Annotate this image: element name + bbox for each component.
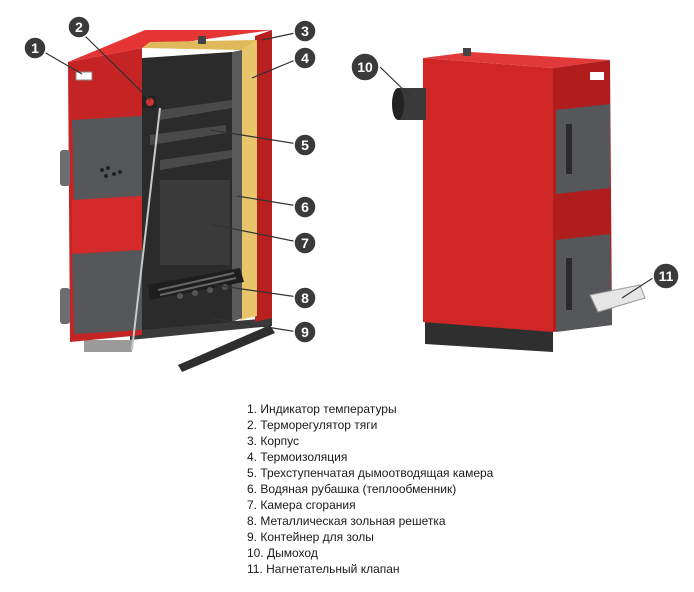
callout-7: 7 (294, 232, 316, 254)
parts-legend: 1. Индикатор температуры 2. Терморегулят… (247, 401, 493, 577)
callout-6-label: 6 (301, 199, 309, 215)
legend-item: 4. Термоизоляция (247, 449, 493, 465)
legend-item: 8. Металлическая зольная решетка (247, 513, 493, 529)
exterior-upper-handle (566, 124, 572, 174)
exterior-lower-door (556, 234, 612, 332)
boiler-illustration: 1 2 3 4 5 6 7 (0, 0, 694, 400)
exterior-side-face (423, 58, 553, 332)
callout-11-label: 11 (659, 268, 674, 284)
callout-1: 1 (24, 37, 46, 59)
callout-4: 4 (294, 47, 316, 69)
legend-item: 10. Дымоход (247, 545, 493, 561)
callout-7-label: 7 (301, 235, 309, 251)
temperature-indicator (76, 72, 92, 80)
legend-item: 2. Терморегулятор тяги (247, 417, 493, 433)
callout-8: 8 (294, 287, 316, 309)
callout-9: 9 (294, 321, 316, 343)
cutaway-foot-left (84, 340, 132, 352)
legend-item: 11. Нагнетательный клапан (247, 561, 493, 577)
callout-4-label: 4 (301, 50, 309, 66)
callout-6: 6 (294, 196, 316, 218)
exterior-lower-handle (566, 258, 572, 310)
callout-10-label: 10 (357, 59, 373, 75)
exterior-label-plate (590, 72, 604, 80)
legend-item: 9. Контейнер для золы (247, 529, 493, 545)
upper-door-handle (60, 150, 70, 186)
callout-3-label: 3 (301, 23, 309, 39)
cutaway-boiler (60, 30, 275, 372)
callout-10: 10 (351, 53, 379, 81)
callout-2-label: 2 (75, 19, 83, 35)
legend-item: 7. Камера сгорания (247, 497, 493, 513)
legend-item: 1. Индикатор температуры (247, 401, 493, 417)
callout-2: 2 (68, 16, 90, 38)
legend-item: 5. Трехступенчатая дымоотводящая камера (247, 465, 493, 481)
exterior-top-stub (463, 48, 471, 56)
flue-pipe-opening (392, 88, 404, 120)
cutaway-lower-door (72, 250, 142, 334)
callout-3: 3 (294, 20, 316, 42)
legend-item: 3. Корпус (247, 433, 493, 449)
combustion-chamber (160, 180, 230, 265)
callout-5: 5 (294, 134, 316, 156)
cutaway-upper-door (72, 116, 142, 200)
cutaway-middle-band (72, 196, 142, 254)
legend-item: 6. Водяная рубашка (теплообменник) (247, 481, 493, 497)
callout-1-label: 1 (31, 40, 39, 56)
callout-5-label: 5 (301, 137, 309, 153)
callout-8-label: 8 (301, 290, 309, 306)
lower-door-handle (60, 288, 70, 324)
cutaway-flue-stub (198, 36, 206, 44)
exterior-boiler (392, 48, 645, 352)
callout-11: 11 (653, 263, 679, 289)
exterior-upper-door (556, 104, 610, 194)
callout-9-label: 9 (301, 324, 309, 340)
